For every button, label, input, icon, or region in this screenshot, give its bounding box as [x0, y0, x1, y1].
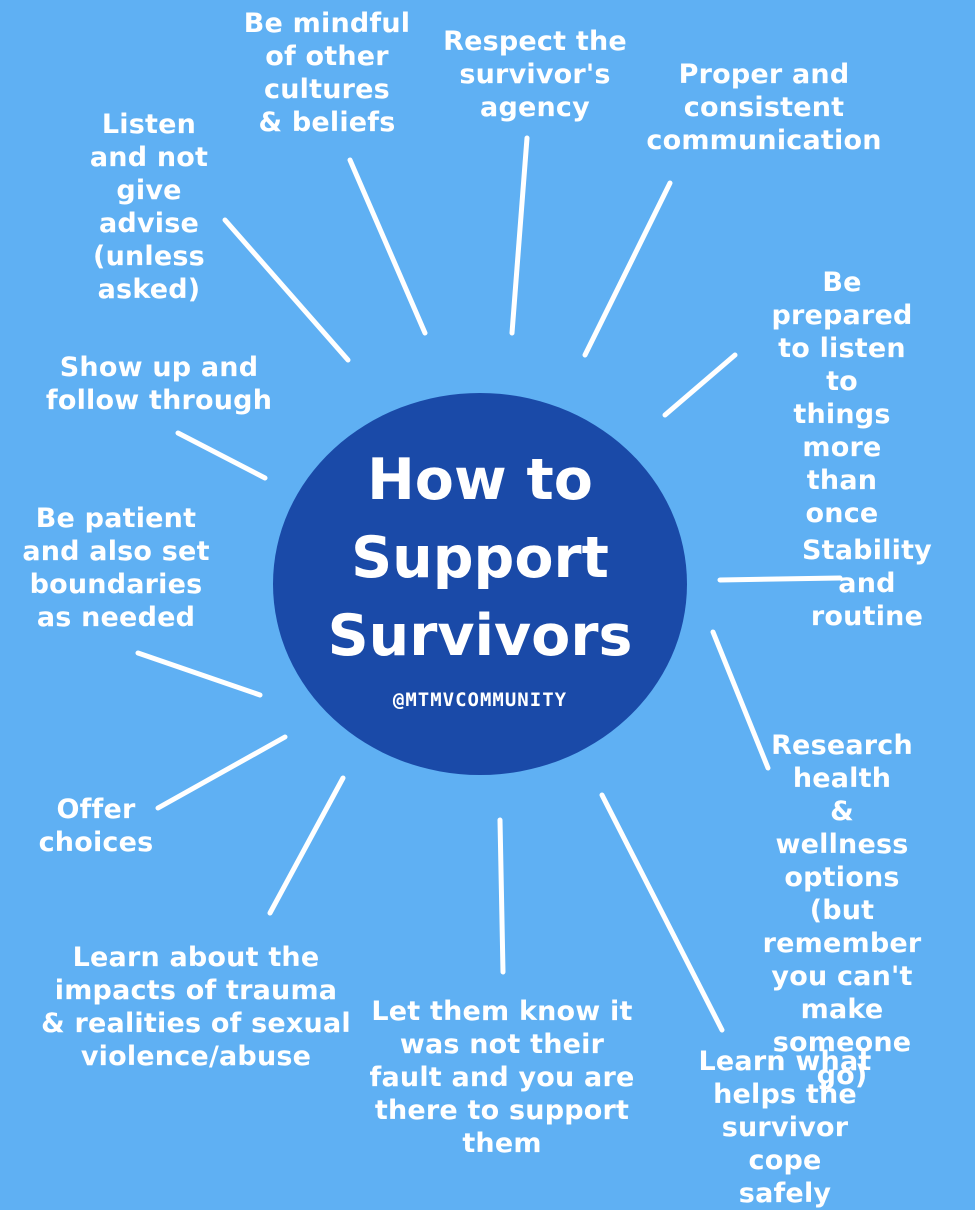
- tip-research-health: Research health & wellness options (but …: [762, 730, 922, 1091]
- tip-listen-no-advice: Listen and not give advise (unless asked…: [89, 109, 209, 305]
- main-title: How to Support Survivors: [327, 447, 633, 669]
- ray-prepared: [662, 352, 738, 418]
- tip-show-up: Show up and follow through: [45, 352, 273, 416]
- tip-stability: Stability and routine: [802, 535, 932, 632]
- ray-trauma: [267, 775, 346, 916]
- tip-respect-agency: Respect the survivor's agency: [443, 26, 627, 123]
- tip-not-their-fault: Let them know it was not their fault and…: [369, 996, 635, 1159]
- ray-show-up: [175, 430, 268, 481]
- ray-communication: [582, 180, 673, 358]
- tip-communication: Proper and consistent communication: [646, 59, 882, 156]
- social-handle: @MTMVCOMMUNITY: [392, 689, 568, 711]
- center-circle: How to Support Survivors @MTMVCOMMUNITY: [273, 393, 687, 775]
- tip-learn-coping: Learn what helps the survivor cope safel…: [698, 1046, 872, 1209]
- ray-patient: [135, 650, 263, 698]
- ray-research: [710, 629, 771, 771]
- ray-cope: [599, 792, 725, 1033]
- ray-choices: [155, 734, 288, 811]
- tip-mindful-cultures: Be mindful of other cultures & beliefs: [243, 8, 411, 138]
- tip-offer-choices: Offer choices: [38, 794, 154, 858]
- ray-stability: [717, 575, 843, 583]
- ray-listen: [222, 217, 351, 363]
- ray-not-fault: [497, 817, 506, 975]
- tip-be-prepared: Be prepared to listen to things more tha…: [771, 267, 913, 529]
- ray-agency: [509, 135, 530, 336]
- ray-mindful: [347, 157, 428, 336]
- tip-learn-trauma: Learn about the impacts of trauma & real…: [41, 942, 351, 1072]
- tip-be-patient: Be patient and also set boundaries as ne…: [22, 503, 210, 633]
